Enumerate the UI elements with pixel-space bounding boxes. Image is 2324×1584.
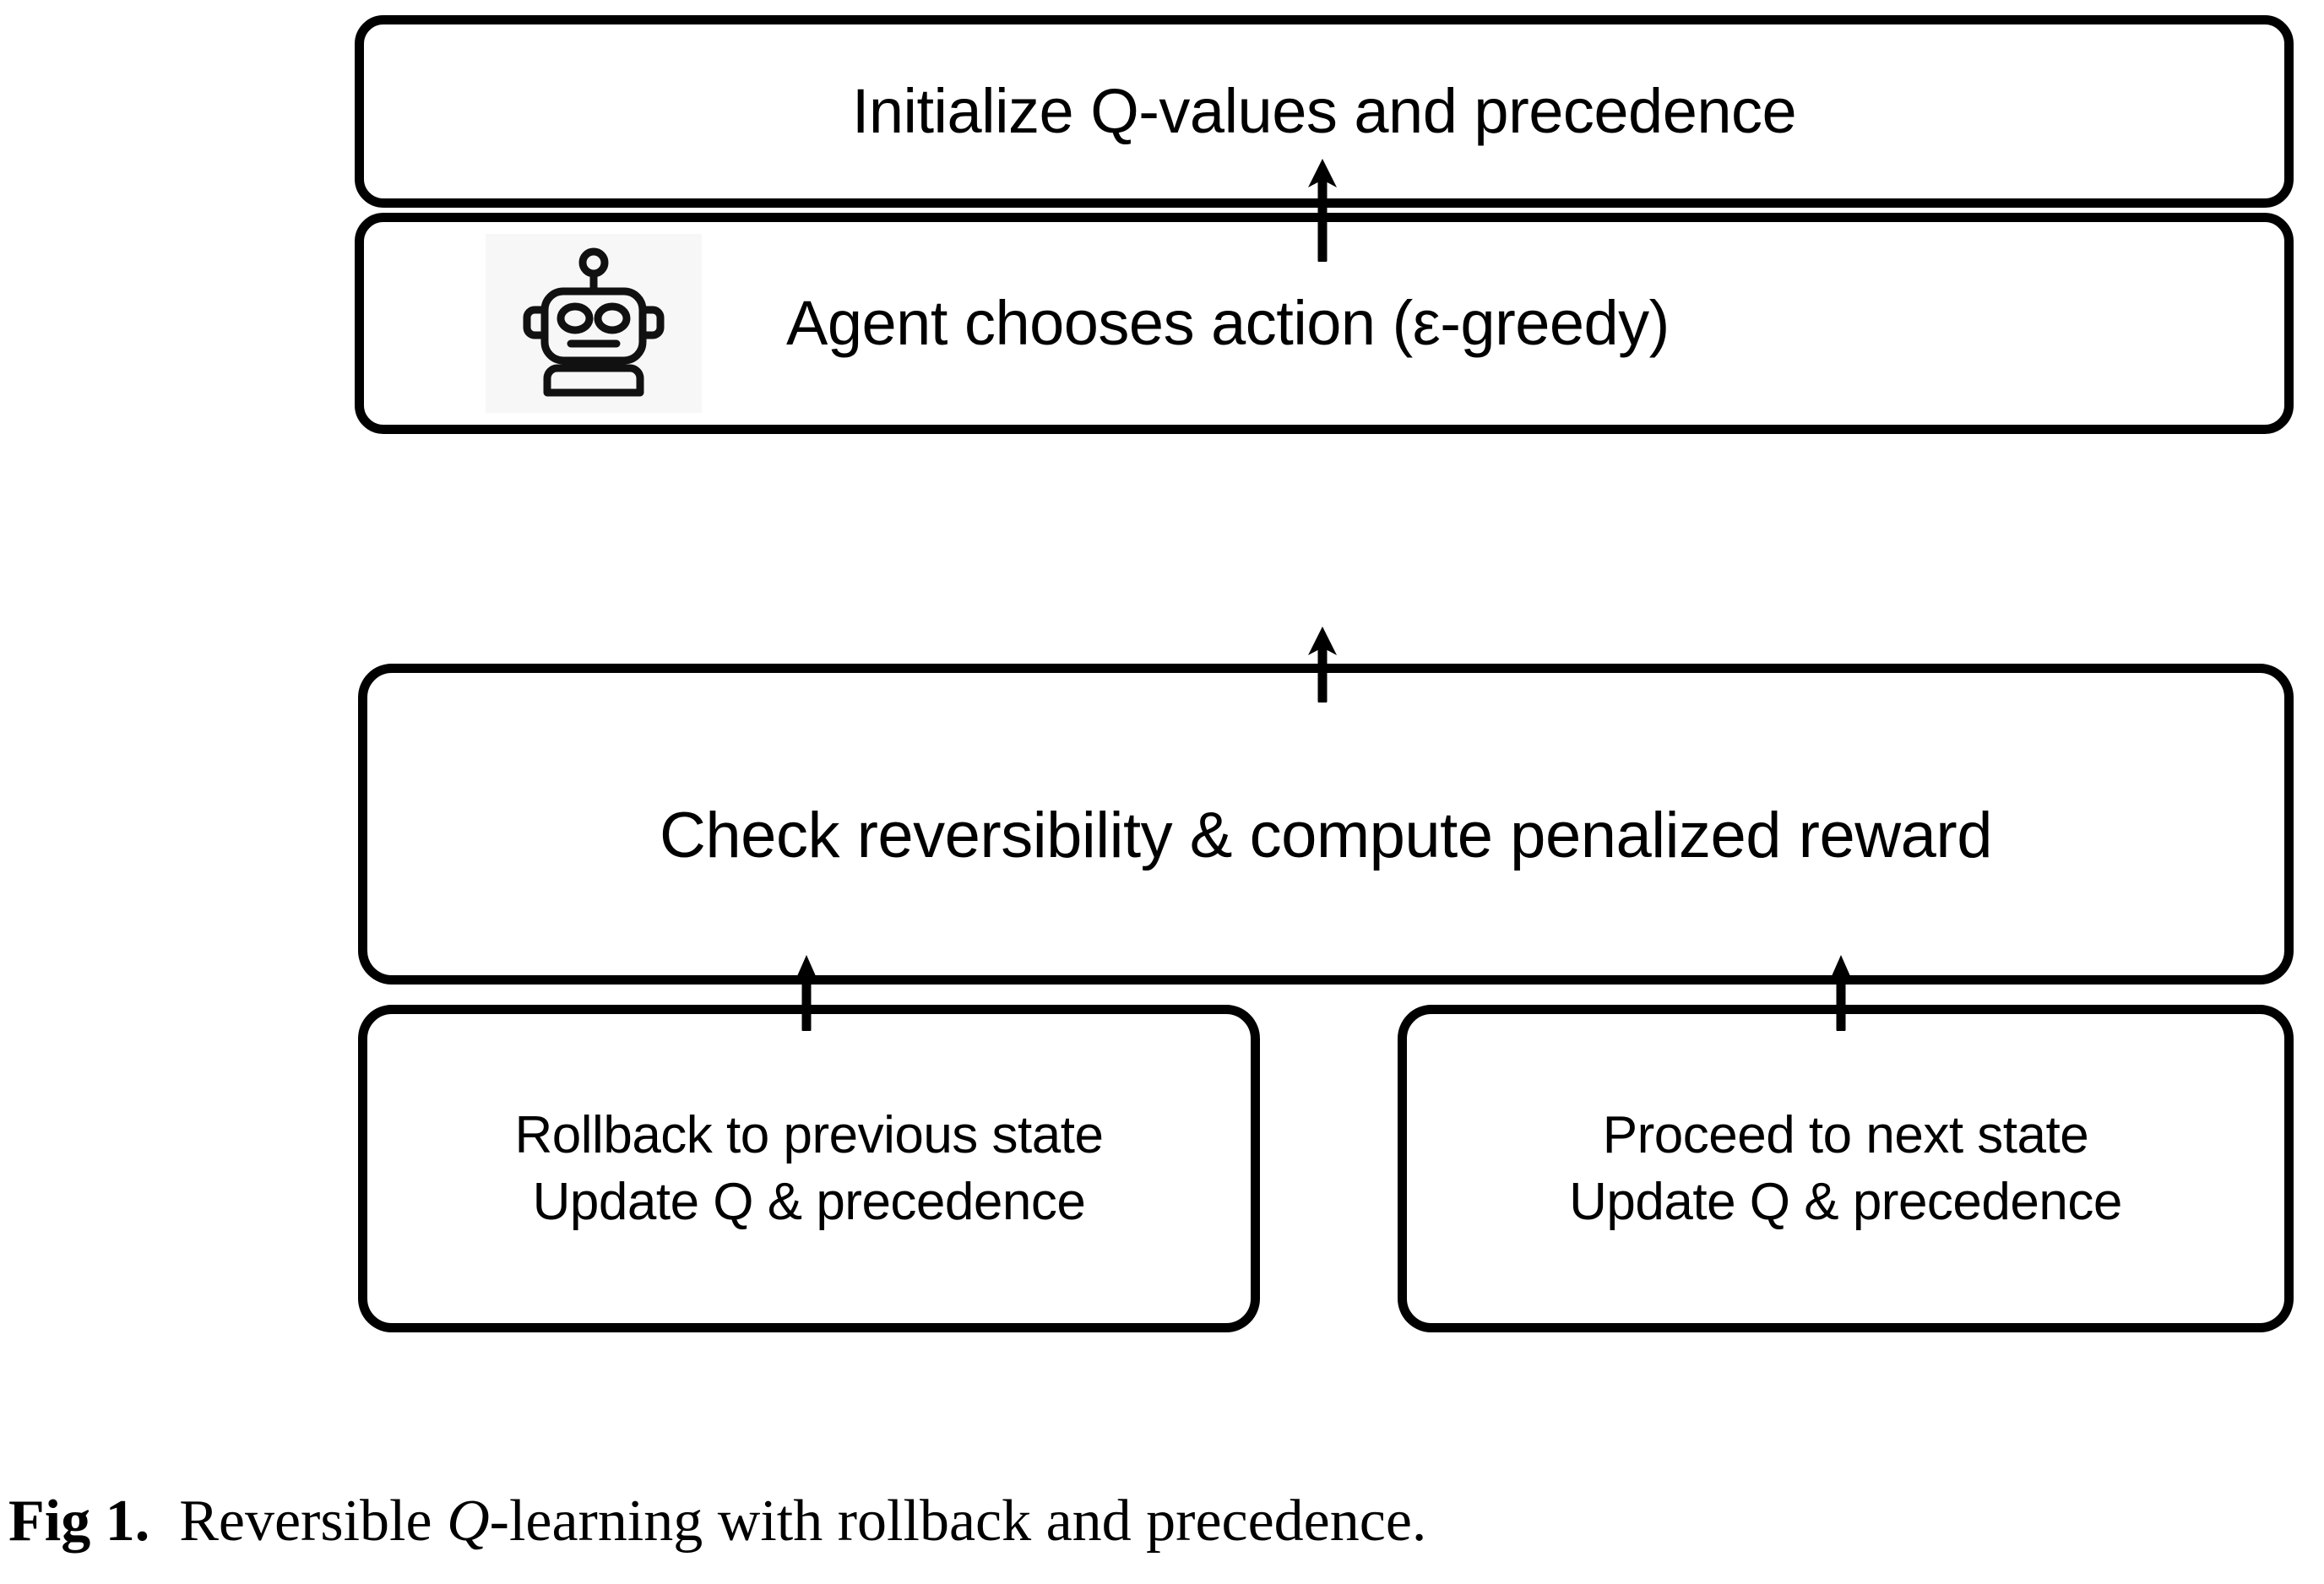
flowchart-node-proceed-label: Proceed to next state Update Q & precede… [1569,1105,2122,1231]
flowchart-node-check: Check reversibility & compute penalized … [358,664,2294,985]
figure-caption-space [149,1489,179,1554]
flowchart-node-proceed: Proceed to next state Update Q & precede… [1398,1005,2294,1332]
figure-caption-italic-q: Q [447,1489,490,1554]
figure-caption: Fig 1. Reversible Q-learning with rollba… [8,1488,2289,1555]
flowchart-node-agent: Agent chooses action (ε-greedy) [355,213,2294,434]
flowchart-node-rollback-label: Rollback to previous state Update Q & pr… [514,1105,1104,1231]
robot-icon-tile [486,234,702,413]
figure-caption-text-before: Reversible [179,1489,448,1554]
arrow-rollback-to-check [781,950,832,1031]
flowchart-node-agent-label: Agent chooses action (ε-greedy) [786,288,1670,359]
flowchart-node-initialize-label: Initialize Q-values and precedence [851,76,1797,147]
figure-caption-number: Fig 1. [8,1489,150,1554]
flowchart-node-initialize: Initialize Q-values and precedence [355,15,2294,208]
arrow-check-to-agent [1297,621,1348,702]
figure-caption-text-after: -learning with rollback and precedence. [489,1489,1427,1554]
robot-icon [513,247,674,399]
flowchart-node-check-label: Check reversibility & compute penalized … [660,800,1992,871]
flowchart-node-rollback: Rollback to previous state Update Q & pr… [358,1005,1260,1332]
arrow-agent-to-initialize [1297,154,1348,262]
arrow-proceed-to-check [1816,950,1866,1031]
